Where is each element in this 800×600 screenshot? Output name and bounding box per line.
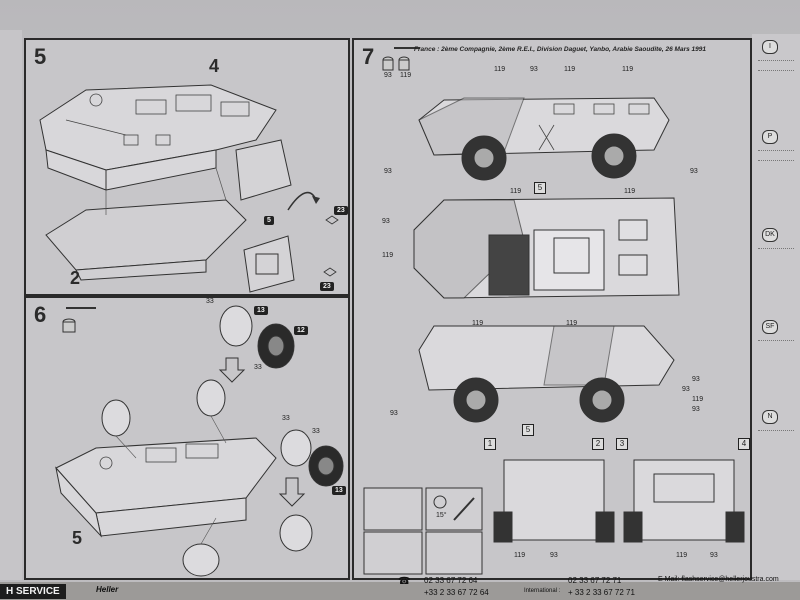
angle-label: 15° xyxy=(436,512,447,519)
text-lines xyxy=(758,340,794,341)
color-callout: 119 xyxy=(382,252,394,259)
service-label: H SERVICE xyxy=(0,584,66,599)
part-badge: 13 xyxy=(332,486,346,495)
color-callout: 93 xyxy=(550,552,558,559)
language-badge-n: N xyxy=(762,410,778,424)
part-badge: 12 xyxy=(294,326,308,335)
phone-number: 02 33 67 72 64 xyxy=(424,576,478,585)
color-callout: 93 xyxy=(692,376,700,383)
language-badge-sf: SF xyxy=(762,320,778,334)
color-callout: 93 xyxy=(530,66,538,73)
part-box: 5 xyxy=(522,424,534,436)
color-callout: 93 xyxy=(692,406,700,413)
step-6-panel: 6 xyxy=(24,296,350,580)
color-callout: 93 xyxy=(382,218,390,225)
part-badge: 23 xyxy=(334,206,348,215)
part-box: 5 xyxy=(534,182,546,194)
color-callout: 119 xyxy=(624,188,636,195)
color-callout: 119 xyxy=(510,188,522,195)
part-callout: 33 xyxy=(282,415,290,422)
text-lines xyxy=(758,150,794,151)
text-lines xyxy=(758,248,794,249)
color-callout: 93 xyxy=(710,552,718,559)
step-number: 6 xyxy=(34,302,47,327)
step-7-panel: 7 xyxy=(352,38,752,580)
sub-step-5: 5 xyxy=(72,528,83,548)
phone-icon: ☎ xyxy=(398,576,411,587)
part-badge: 5 xyxy=(264,216,274,225)
footer-bar: H SERVICE Heller ☎ 02 33 67 72 64 +33 2 … xyxy=(0,576,800,600)
text-lines xyxy=(758,70,794,71)
text-lines xyxy=(758,60,794,61)
fax-number-intl: + 33 2 33 67 72 71 xyxy=(568,588,635,597)
part-badge: 23 xyxy=(320,282,334,291)
language-badge-p: P xyxy=(762,130,778,144)
step-6-drawing xyxy=(55,305,344,577)
step-5-drawing xyxy=(39,84,339,293)
paint-code: 93 xyxy=(384,72,392,79)
step-7-drawing xyxy=(363,47,745,575)
fax-number: 02 33 67 72 71 xyxy=(568,576,622,585)
color-callout: 93 xyxy=(384,168,392,175)
color-callout: 119 xyxy=(692,396,704,403)
step-number: 5 xyxy=(34,44,47,69)
color-callout: 119 xyxy=(676,552,688,559)
view-number: 2 xyxy=(592,438,604,450)
intl-label: International : xyxy=(524,588,561,594)
step-number: 7 xyxy=(362,44,375,69)
text-lines xyxy=(758,430,794,431)
part-badge: 13 xyxy=(254,306,268,315)
sub-step-2: 2 xyxy=(70,268,81,288)
language-badge-dk: DK xyxy=(762,228,778,242)
part-callout: 33 xyxy=(206,298,214,305)
brand-label: Heller xyxy=(96,585,119,594)
color-callout: 93 xyxy=(390,410,398,417)
view-number: 1 xyxy=(484,438,496,450)
color-callout: 93 xyxy=(682,386,690,393)
livery-caption: France : 2ème Compagnie, 2ème R.E.I., Di… xyxy=(414,46,706,53)
paint-code: 119 xyxy=(400,72,412,79)
sub-step-4: 4 xyxy=(209,56,220,76)
color-callout: 119 xyxy=(566,320,578,327)
color-callout: 119 xyxy=(622,66,634,73)
left-text-strip xyxy=(0,30,22,580)
language-badge-i: I xyxy=(762,40,778,54)
text-lines xyxy=(758,160,794,161)
step-5-panel: 5 xyxy=(24,38,350,296)
color-callout: 119 xyxy=(472,320,484,327)
view-number: 4 xyxy=(738,438,750,450)
part-callout: 33 xyxy=(312,428,320,435)
color-callout: 93 xyxy=(690,168,698,175)
part-callout: 33 xyxy=(254,364,262,371)
color-callout: 119 xyxy=(514,552,526,559)
view-number: 3 xyxy=(616,438,628,450)
email-label: E Mail: flashservice@hellerjoustra.com xyxy=(658,576,779,583)
color-callout: 119 xyxy=(564,66,576,73)
phone-number-intl: +33 2 33 67 72 64 xyxy=(424,588,489,597)
color-callout: 119 xyxy=(494,66,506,73)
language-column xyxy=(752,34,800,580)
